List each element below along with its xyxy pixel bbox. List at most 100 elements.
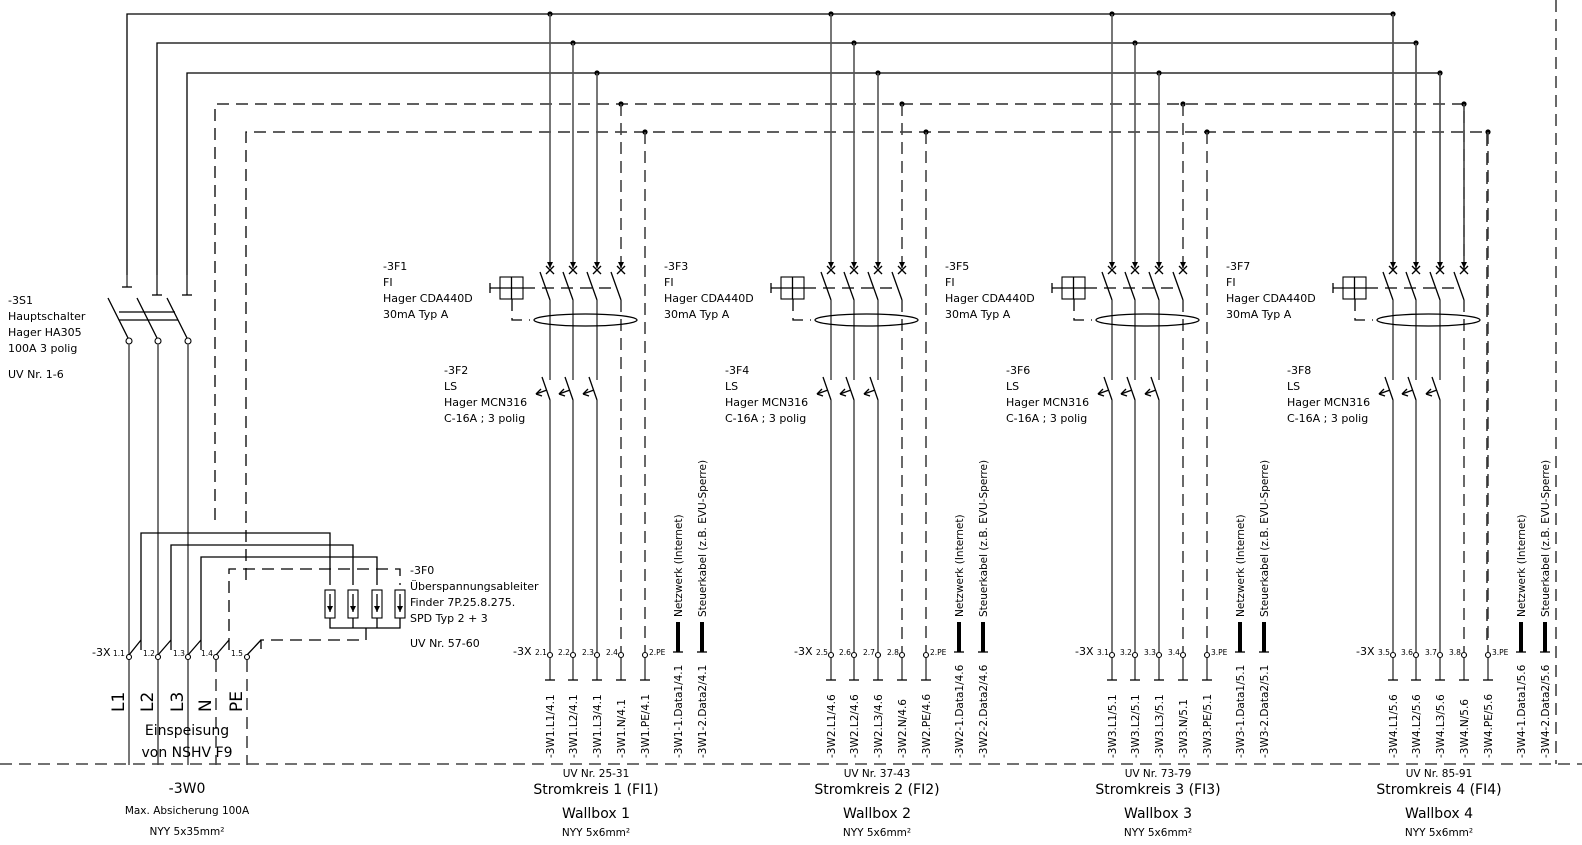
ls-trip-arrow: [1425, 388, 1432, 395]
ls-trip-arrow: [1378, 393, 1386, 397]
ls-id: -3F2: [444, 364, 468, 377]
ls-trip-arrow: [1425, 393, 1433, 397]
contact-x-mark: [616, 265, 626, 275]
feed-terminal-label: 1.3: [173, 649, 185, 658]
terminal-prefix: -3X: [1356, 645, 1375, 658]
ls-trip-arrow: [1425, 389, 1438, 395]
surge-protector-spd: SPD Typ 2 + 3: [410, 612, 488, 625]
wire-label: -3W3.L1/5.1: [1107, 694, 1119, 758]
feed-cable-type: NYY 5x35mm²: [150, 826, 225, 838]
contact-x-mark: [849, 265, 859, 275]
main-switch-rating: 100A 3 polig: [8, 342, 77, 355]
terminal-label: 3.1: [1097, 648, 1109, 657]
data-cable-label: Steuerkabel (z.B. EVU-Sperre): [978, 460, 990, 617]
terminal-ring: [898, 651, 906, 659]
wire-label: -3W1.L1/4.1: [545, 694, 557, 758]
ls-rating: C-16A ; 3 polig: [725, 412, 806, 425]
terminal-ring: [1203, 651, 1211, 659]
data-wire-label: -3W2-2.Data2/4.6: [978, 664, 990, 758]
circuit-3: 3.1-3W3.L1/5.13.2-3W3.L2/5.13.3-3W3.L3/5…: [945, 11, 1271, 839]
surge-protector-type: Überspannungsableiter: [410, 580, 539, 593]
ls-trip-arrow: [1097, 389, 1110, 395]
fi-model: Hager CDA440D: [1226, 292, 1316, 305]
arrow-head: [594, 262, 600, 268]
fi-contact-blade: [586, 271, 598, 301]
surge-protector-uv: UV Nr. 57-60: [410, 637, 480, 650]
ls-rating: C-16A ; 3 polig: [444, 412, 525, 425]
terminal-label: 3.2: [1120, 648, 1132, 657]
circuit-device: Wallbox 3: [1124, 806, 1192, 822]
ls-model: Hager MCN316: [725, 396, 808, 409]
fi-contact-blade: [1172, 271, 1184, 301]
contact-x-mark: [1435, 265, 1445, 275]
ls-trip-arrow: [816, 389, 829, 395]
arrow-head: [1461, 262, 1467, 268]
terminal-label: 3.PE: [1492, 648, 1509, 657]
terminal-label: 3.5: [1378, 648, 1390, 657]
fi-contact-blade: [1429, 271, 1441, 301]
circuit-cable: NYY 5x6mm²: [1405, 827, 1473, 839]
main-switch-model: Hager HA305: [8, 326, 82, 339]
ls-id: -3F6: [1006, 364, 1030, 377]
arrow-head: [875, 262, 881, 268]
data-cable-label: Netzwerk (Internet): [673, 514, 685, 617]
data-cable-label: Netzwerk (Internet): [1235, 514, 1247, 617]
wire-label: -3W4.L1/5.6: [1388, 694, 1400, 758]
terminal-label: 2.1: [535, 648, 547, 657]
ls-contact-blade: [1126, 376, 1136, 401]
ls-id: -3F4: [725, 364, 749, 377]
arrow-head: [851, 262, 857, 268]
fi-contact-blade: [1101, 271, 1113, 301]
contact-x-mark: [826, 265, 836, 275]
wire-label: -3W3.L3/5.1: [1154, 694, 1166, 758]
terminal-label: 3.8: [1449, 648, 1461, 657]
contact-x-mark: [873, 265, 883, 275]
ls-type: LS: [444, 380, 457, 393]
fi-id: -3F5: [945, 260, 969, 273]
ls-contact-blade: [822, 376, 832, 401]
ls-trip-arrow: [1378, 388, 1385, 395]
fi-id: -3F7: [1226, 260, 1250, 273]
data-cable-label: Steuerkabel (z.B. EVU-Sperre): [697, 460, 709, 617]
ls-contact-blade: [869, 376, 879, 401]
ls-contact-blade: [845, 376, 855, 401]
terminal-ring: [1155, 651, 1163, 659]
ls-trip-arrow: [1097, 388, 1104, 395]
circuit-name: Stromkreis 4 (FI4): [1376, 782, 1501, 798]
feed-terminal-label: 1.2: [143, 649, 155, 658]
data-wire-label: -3W2-1.Data1/4.6: [954, 664, 966, 758]
junction-dot: [828, 11, 834, 17]
ls-trip-arrow: [1401, 388, 1408, 395]
fi-contact-blade: [867, 271, 879, 301]
feed-cable-id: -3W0: [169, 781, 206, 797]
terminal-label: 2.PE: [649, 648, 666, 657]
terminal-ring: [850, 651, 858, 659]
wire-label: -3W4.L2/5.6: [1411, 694, 1423, 758]
fi-current-transformer: [1095, 313, 1200, 327]
feed-terminal-prefix: -3X: [92, 646, 111, 659]
ls-contact-blade: [1431, 376, 1441, 401]
fi-current-transformer: [814, 313, 919, 327]
circuit-cable: NYY 5x6mm²: [562, 827, 630, 839]
arrow-head: [570, 262, 576, 268]
contact-x-mark: [1178, 265, 1188, 275]
feed-max-fuse: Max. Absicherung 100A: [125, 805, 250, 817]
terminal-ring: [617, 651, 625, 659]
arrow-head: [828, 262, 834, 268]
wire-label: -3W2.L1/4.6: [826, 694, 838, 758]
ls-trip-arrow: [558, 389, 571, 395]
ls-trip-arrow: [582, 388, 589, 395]
ls-id: -3F8: [1287, 364, 1311, 377]
fi-model: Hager CDA440D: [383, 292, 473, 305]
fi-id: -3F3: [664, 260, 688, 273]
terminal-ring: [1436, 651, 1444, 659]
terminal-ring: [922, 651, 930, 659]
ls-contact-blade: [1384, 376, 1394, 401]
terminal-ring: [1460, 651, 1468, 659]
wire-label: -3W1.PE/4.1: [640, 694, 652, 758]
circuit-name: Stromkreis 1 (FI1): [533, 782, 658, 798]
junction-dot: [1390, 11, 1396, 17]
ls-trip-arrow: [1401, 389, 1414, 395]
surge-protector-symbol: [140, 532, 406, 650]
contact-x-mark: [1388, 265, 1398, 275]
